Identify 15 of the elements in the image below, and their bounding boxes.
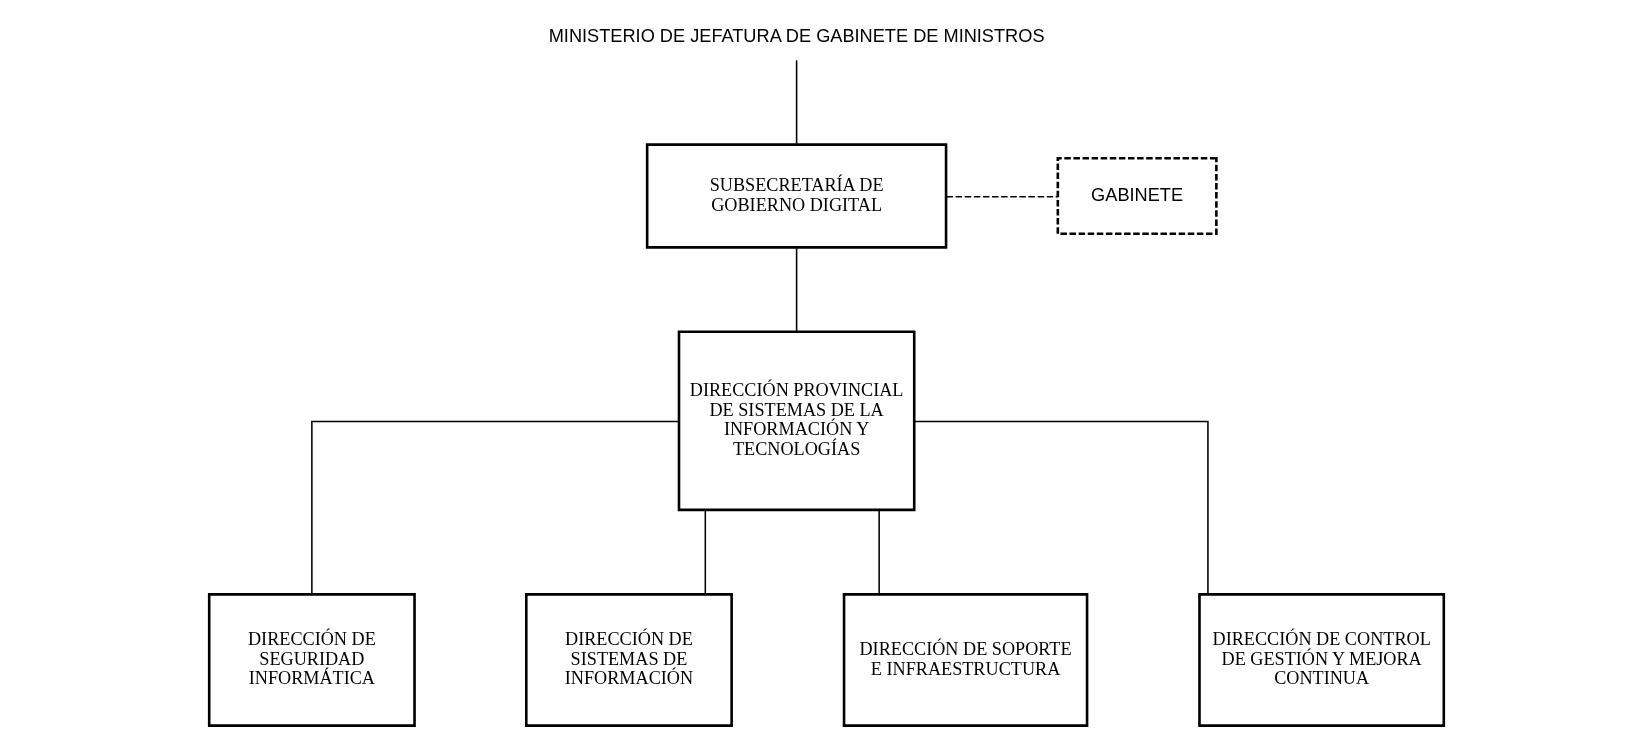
node-box: DIRECCIÓN DE CONTROL DE GESTIÓN Y MEJORA CONTINUA (1197, 593, 1445, 727)
connector (913, 420, 1209, 595)
connector (704, 509, 706, 595)
connector (795, 246, 797, 333)
node-box: GABINETE (1056, 157, 1218, 235)
connector (945, 195, 1059, 198)
node-box: DIRECCIÓN DE SOPORTE E INFRAESTRUCTURA (842, 593, 1088, 727)
connector (795, 59, 797, 146)
node-box: DIRECCIÓN DE SISTEMAS DE INFORMACIÓN (524, 593, 733, 727)
node-box: DIRECCIÓN PROVINCIAL DE SISTEMAS DE LA INFORMACIÓN Y TECNOLOGÍAS (677, 330, 915, 512)
node-box: SUBSECRETARÍA DE GOBIERNO DIGITAL (645, 143, 947, 249)
node-text: MINISTERIO DE JEFATURA DE GABINETE DE MINISTROS (548, 25, 1045, 46)
connector (877, 509, 880, 595)
node-box: DIRECCIÓN DE SEGURIDAD INFORMÁTICA (207, 593, 416, 727)
connector (310, 420, 679, 595)
